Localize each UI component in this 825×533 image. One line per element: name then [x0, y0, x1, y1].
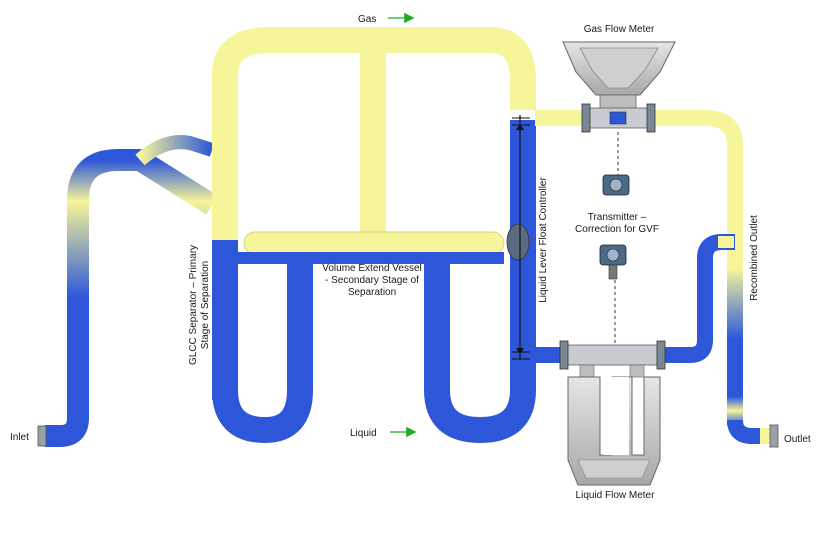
volume-extend-label-line1: Volume Extend Vessel — [322, 263, 422, 274]
gas-flow-meter — [562, 41, 676, 133]
recombined-outlet-label: Recombined Outlet — [749, 215, 760, 301]
transmitter-label-line1: Transmitter – — [588, 212, 647, 223]
gas-line — [535, 110, 743, 260]
outlet-label: Outlet — [784, 434, 811, 445]
inlet-label: Inlet — [10, 432, 29, 443]
inlet-pipe — [37, 135, 218, 447]
glcc-separator-vessel — [212, 27, 536, 444]
liquid-label: Liquid — [350, 428, 377, 439]
gas-flow-meter-label: Gas Flow Meter — [584, 24, 655, 35]
volume-extend-label-line2: - Secondary Stage of — [325, 275, 419, 286]
liquid-level-controller-label: Liquid Lever Float Controller — [538, 177, 549, 303]
transmitter-label-line2: Correction for GVF — [575, 224, 659, 235]
recombined-outlet-pipe — [727, 140, 779, 448]
glcc-label-line2: Stage of Separation — [200, 261, 211, 349]
liquid-flow-meter — [559, 340, 666, 486]
glcc-label-line1: GLCC Separator – Primary — [188, 245, 199, 365]
inlet-flange — [37, 425, 47, 447]
level-indicator — [512, 115, 530, 360]
volume-extend-label-line3: Separation — [348, 287, 396, 298]
liquid-flow-meter-label: Liquid Flow Meter — [576, 490, 656, 501]
outlet-flange — [769, 424, 779, 448]
gas-label: Gas — [358, 14, 376, 25]
transmitter-icon — [599, 174, 630, 280]
float-controller-icon — [506, 223, 530, 261]
